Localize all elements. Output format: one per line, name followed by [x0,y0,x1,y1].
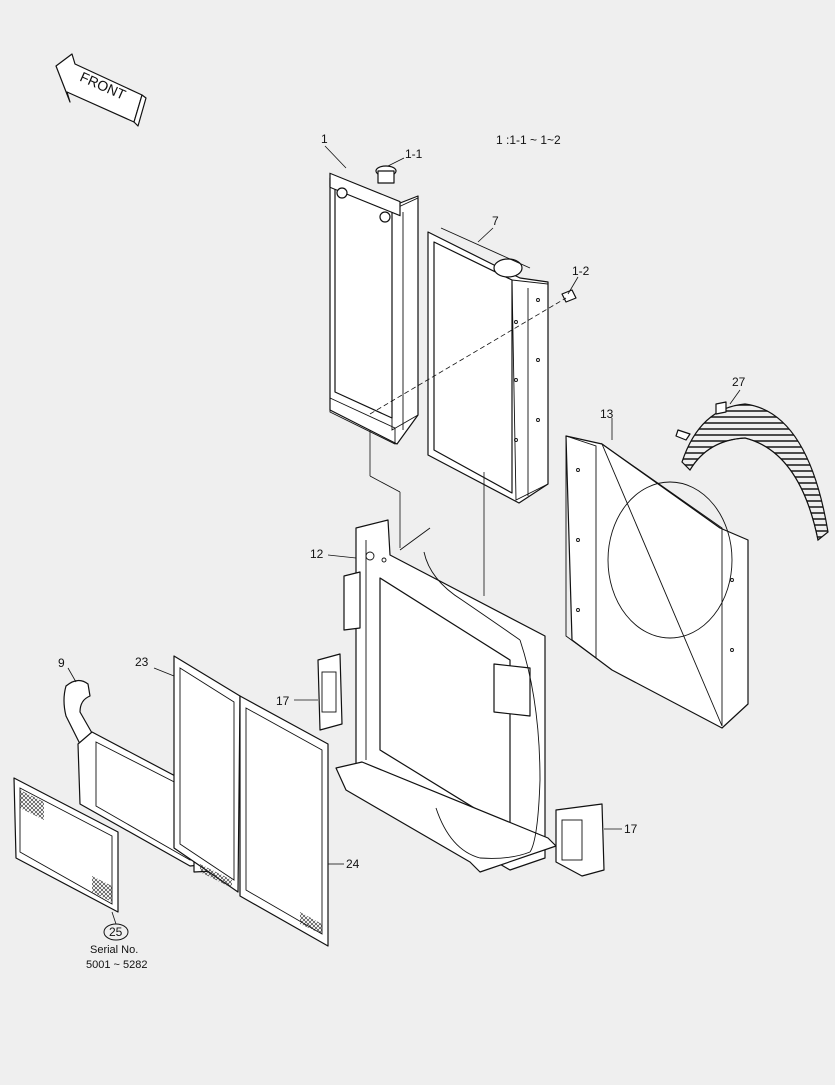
ratio-note: 1 :1-1 ~ 1~2 [496,133,561,147]
serial-range: 5001 ~ 5282 [86,959,147,971]
callout-24: 24 [346,857,360,871]
front-arrow: FRONT [55,53,147,127]
callout-23: 23 [135,655,149,669]
fan-shroud-part-13 [565,435,749,729]
callout-1: 1 [321,132,328,146]
callout-9: 9 [58,656,65,670]
radiator-part-1 [329,165,419,445]
callout-7: 7 [492,214,499,228]
callout-1-2: 1-2 [572,264,590,278]
frame-part-12 [335,519,557,873]
leader-lines [67,145,741,925]
fan-guard-part-27 [675,401,829,542]
callout-12: 12 [310,547,324,561]
screen-part-23 [173,655,241,893]
drain-cock-part-1-2 [561,289,577,303]
screen-part-24 [239,695,329,947]
callout-1-1: 1-1 [405,147,423,161]
callout-25-badge: 25 [103,923,129,941]
intercooler-part-7 [427,227,549,504]
bracket-part-17-left [317,653,343,731]
callout-13: 13 [600,407,614,421]
callout-27: 27 [732,375,746,389]
callout-25: 25 [109,925,123,939]
callout-17-left: 17 [276,694,290,708]
bracket-part-17-right [555,803,605,877]
callout-17-right: 17 [624,822,638,836]
screen-part-25 [13,777,119,913]
serial-label: Serial No. [90,944,138,956]
